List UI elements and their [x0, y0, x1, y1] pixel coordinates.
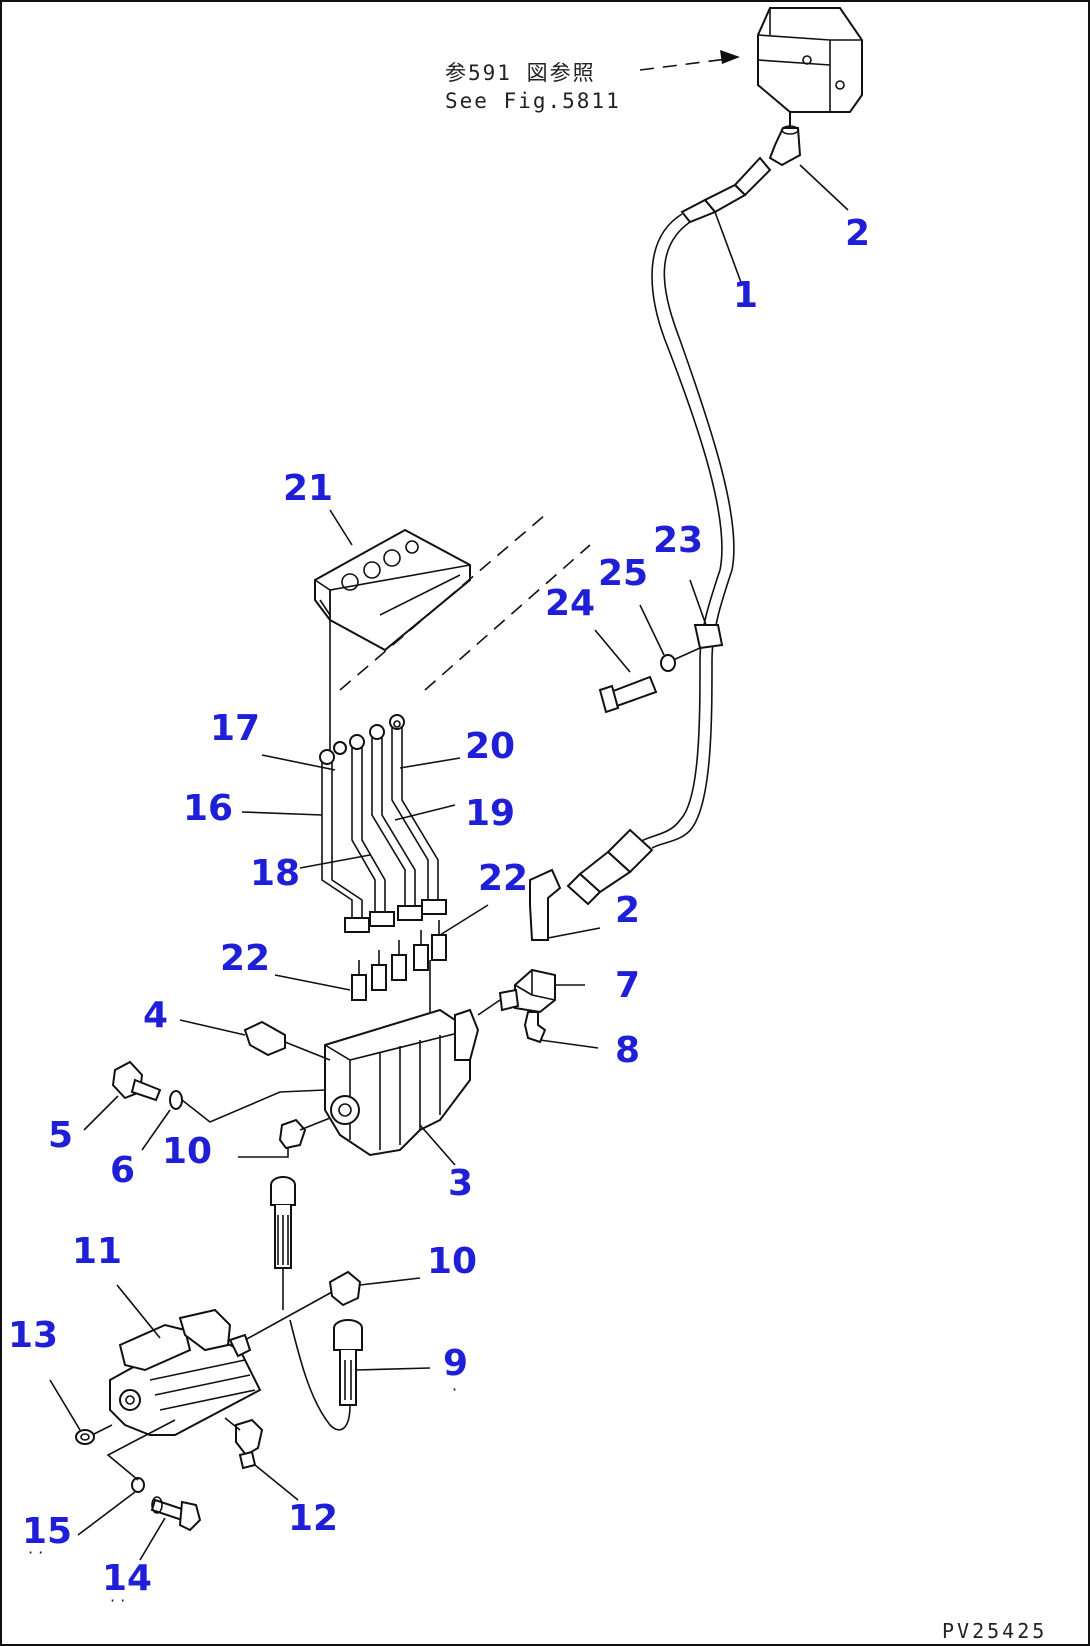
callout-17: 17: [210, 708, 260, 749]
centerline-b: [424, 544, 591, 691]
leader-23: [689, 579, 707, 626]
leader-3: [419, 1124, 456, 1166]
callout-3: 3: [448, 1163, 473, 1204]
leader-21: [329, 509, 353, 546]
elbow-fitting-lower: [529, 868, 562, 941]
leader-15: [77, 1491, 136, 1536]
mark-dot-c: · ·: [110, 1591, 125, 1610]
hose-loop-lower: [289, 1319, 351, 1431]
callout-15: 15: [22, 1511, 72, 1552]
leader-6: [141, 1109, 171, 1151]
bracket: [314, 528, 471, 652]
callout-10-upper: 10: [162, 1131, 212, 1172]
callout-23: 23: [653, 520, 703, 561]
nut-line: [93, 1424, 113, 1435]
leader-8: [539, 1039, 599, 1049]
solenoid-valve: [498, 968, 556, 1014]
leader-5: [83, 1095, 119, 1131]
fitting-12-line: [224, 1417, 241, 1431]
solenoid-fitting: [523, 1011, 547, 1044]
callout-6: 6: [110, 1150, 135, 1191]
reference-note-jp: 参591 図参照: [445, 61, 596, 85]
leader-20: [399, 757, 461, 769]
leader-22-left: [274, 974, 351, 991]
callout-8: 8: [615, 1030, 640, 1071]
mark-dot-b: · ·: [28, 1543, 43, 1562]
callout-4: 4: [143, 995, 168, 1036]
callout-1: 1: [733, 275, 758, 316]
leader-16: [241, 811, 323, 816]
fitting-10-line: [299, 1117, 331, 1131]
fitting-10-lower: [328, 1270, 362, 1307]
leader-9: [355, 1367, 431, 1371]
mounting-washer: [169, 1090, 183, 1110]
connector-set: [351, 920, 447, 1001]
valve-fitting-10: [278, 1118, 307, 1150]
leader-10-lower: [359, 1277, 421, 1286]
callout-19: 19: [465, 793, 515, 834]
leader-13: [49, 1379, 81, 1431]
bolt-14-centerline: [106, 1419, 176, 1481]
drawing-code: PV25425: [942, 1619, 1047, 1643]
callout-21: 21: [283, 468, 333, 509]
hose-assembly: [566, 156, 772, 906]
callout-7: 7: [615, 965, 640, 1006]
tube-set: [319, 714, 447, 933]
reference-note-en: See Fig.5811: [445, 89, 621, 113]
valve-mount-washer: [131, 1477, 145, 1493]
leader-25: [639, 604, 665, 656]
fitting-12: [235, 1418, 264, 1470]
callout-14: 14: [102, 1558, 152, 1599]
leader-24: [594, 629, 631, 673]
fitting-4-line: [284, 1041, 331, 1061]
vertical-hose: [270, 1176, 296, 1310]
valve-mount-bolt: [150, 1496, 202, 1532]
mounting-bolt: [111, 1060, 162, 1102]
leader-17: [261, 754, 336, 771]
callout-18: 18: [250, 853, 300, 894]
clamp-bolt: [598, 675, 658, 714]
callout-9: 9: [443, 1343, 468, 1384]
fitting-10-line-lower: [244, 1291, 333, 1341]
leader-1: [714, 211, 743, 286]
leader-19: [394, 804, 456, 821]
nut: [75, 1429, 95, 1445]
callout-2-lower: 2: [615, 890, 640, 931]
fitting-4: [243, 1020, 286, 1057]
callout-13: 13: [8, 1315, 58, 1356]
callout-11: 11: [72, 1231, 122, 1272]
solenoid-line: [477, 999, 501, 1016]
callout-5: 5: [48, 1115, 73, 1156]
elbow-fitting-top: [768, 125, 802, 167]
control-valve: [324, 1008, 480, 1157]
leader-18: [299, 854, 371, 869]
leader-12: [254, 1464, 299, 1501]
referenced-block: [757, 7, 863, 130]
callout-16: 16: [183, 788, 233, 829]
callout-2-top: 2: [845, 213, 870, 254]
leader-2-top: [799, 164, 849, 211]
callout-25: 25: [598, 553, 648, 594]
leader-14: [139, 1517, 166, 1561]
clamp-washer: [660, 654, 676, 672]
callout-20: 20: [465, 726, 515, 767]
leader-4: [179, 1019, 246, 1036]
callout-12: 12: [288, 1498, 338, 1539]
callout-22-left: 22: [220, 938, 270, 979]
callout-24: 24: [545, 583, 595, 624]
callout-22-right: 22: [478, 858, 528, 899]
fitting-9: [333, 1319, 363, 1406]
bolt-centerline: [181, 1089, 326, 1123]
pilot-valve: [109, 1308, 262, 1436]
leader-2-lower: [547, 927, 601, 939]
mark-dot-a: ·: [452, 1380, 457, 1399]
leader-22-right: [439, 904, 489, 936]
reference-arrow: [639, 50, 740, 71]
callout-10-lower: 10: [427, 1241, 477, 1282]
leader-10-upper: [238, 1148, 289, 1158]
leader-11: [116, 1284, 161, 1339]
